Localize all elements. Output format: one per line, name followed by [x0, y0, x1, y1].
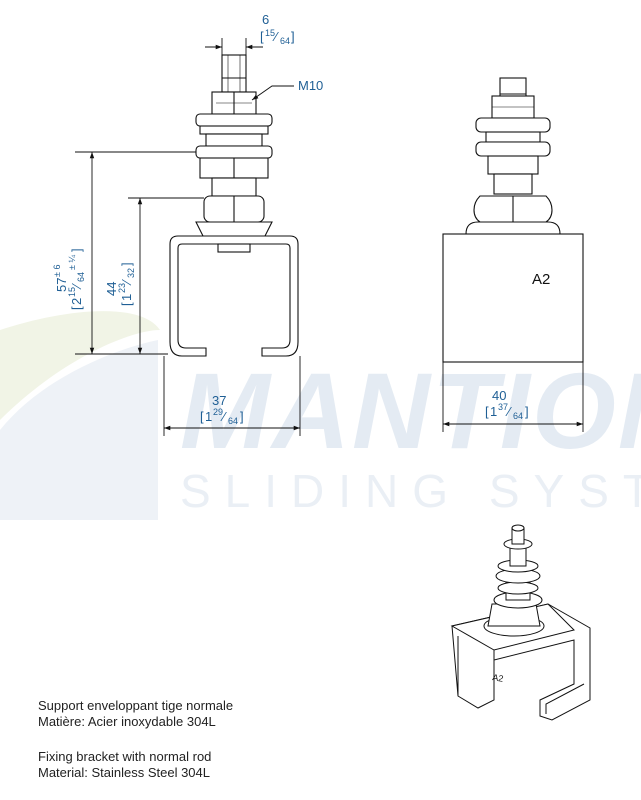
watermark-brand: MANTION — [180, 350, 641, 471]
dim-rod-width-metric: 6 — [262, 12, 269, 27]
dim-front-width-metric: 40 — [492, 388, 506, 403]
svg-text:⁄: ⁄ — [505, 404, 512, 419]
caption-fr-line1: Support enveloppant tige normale — [38, 698, 234, 713]
dim-side-width-imperial: [ 1 29 ⁄ 64 ] — [200, 407, 244, 426]
svg-text:57: 57 — [54, 278, 69, 292]
svg-text:[: [ — [200, 409, 204, 424]
side-channel — [169, 235, 299, 357]
watermark-logo-swoosh — [0, 311, 160, 420]
dim-rod-width-imperial: [ 15 ⁄ 64 ] — [260, 28, 295, 46]
svg-text:15: 15 — [67, 287, 77, 297]
caption-french: Support enveloppant tige normale Matière… — [38, 698, 233, 730]
dim-thread: M10 — [298, 78, 323, 93]
svg-text:⁄: ⁄ — [220, 409, 227, 424]
svg-text:32: 32 — [126, 268, 136, 278]
washer-top — [195, 113, 273, 127]
svg-text:]: ] — [69, 248, 84, 252]
svg-text:44: 44 — [104, 282, 119, 296]
caption-fr-line2: Matière: Acier inoxydable 304L — [38, 714, 216, 729]
svg-text:⁄: ⁄ — [272, 29, 279, 44]
svg-text:[: [ — [119, 302, 134, 306]
svg-text:29: 29 — [213, 407, 223, 417]
caption-en-line2: Material: Stainless Steel 304L — [38, 765, 210, 780]
svg-text:]: ] — [119, 262, 134, 266]
watermark-logo-block — [0, 340, 158, 520]
svg-text:64: 64 — [513, 411, 523, 421]
svg-text:⁄: ⁄ — [119, 279, 134, 286]
iso-model-label: A2 — [492, 672, 505, 684]
front-model-label: A2 — [532, 271, 550, 288]
front-washer-top — [475, 117, 551, 133]
svg-text:]: ] — [525, 404, 529, 419]
svg-text:]: ] — [291, 29, 295, 44]
side-view — [169, 54, 299, 357]
svg-text:64: 64 — [280, 36, 290, 46]
svg-text:[: [ — [485, 404, 489, 419]
svg-text:± ¼: ± ¼ — [67, 255, 77, 270]
rod-top — [221, 54, 247, 93]
svg-text:64: 64 — [76, 272, 86, 282]
rod-mid — [211, 177, 257, 197]
front-rod-mid — [493, 173, 533, 195]
caption-english: Fixing bracket with normal rod Material:… — [38, 749, 211, 781]
svg-text:1: 1 — [205, 409, 212, 424]
svg-text:1: 1 — [119, 294, 134, 301]
isometric-view — [450, 524, 591, 721]
svg-text:64: 64 — [228, 416, 238, 426]
svg-text:2: 2 — [69, 298, 84, 305]
side-dimensions — [75, 38, 301, 436]
caption-en-line1: Fixing bracket with normal rod — [38, 749, 212, 764]
svg-text:]: ] — [240, 409, 244, 424]
watermark-tagline: SLIDING SYSTEMS — [180, 465, 641, 517]
svg-text:[: [ — [69, 306, 84, 310]
dim-total-height: 57 ± 6 [ 2 15 ⁄ 64 ± ¼ ] — [52, 248, 86, 310]
svg-text:1: 1 — [490, 404, 497, 419]
dim-bracket-height: 44 [ 1 23 ⁄ 32 ] — [104, 262, 136, 306]
dim-front-width-imperial: [ 1 37 ⁄ 64 ] — [485, 402, 529, 421]
svg-text:± 6: ± 6 — [52, 265, 62, 277]
svg-text:37: 37 — [498, 402, 508, 412]
washer-mid — [195, 145, 273, 159]
front-dimensions — [442, 362, 584, 432]
svg-text:23: 23 — [117, 283, 127, 293]
dim-side-width-metric: 37 — [212, 393, 226, 408]
svg-text:15: 15 — [265, 28, 275, 38]
front-bracket-body — [442, 233, 584, 363]
watermark: MANTION SLIDING SYSTEMS — [0, 311, 641, 520]
front-washer-mid — [475, 141, 551, 157]
svg-text:⁄: ⁄ — [69, 283, 84, 290]
front-view — [442, 77, 584, 363]
svg-text:[: [ — [260, 29, 264, 44]
front-nut-mid — [487, 155, 539, 175]
